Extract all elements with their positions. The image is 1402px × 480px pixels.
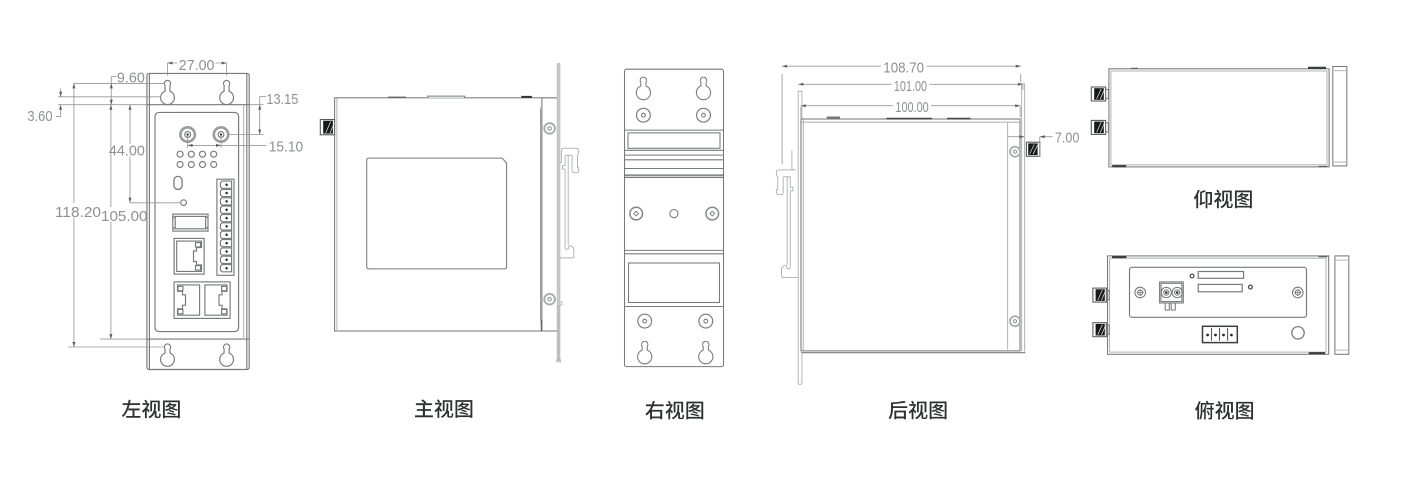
svg-text:44.00: 44.00 — [109, 143, 145, 160]
svg-text:15.10: 15.10 — [269, 139, 303, 156]
svg-text:101.00: 101.00 — [894, 78, 927, 95]
svg-text:108.70: 108.70 — [883, 60, 924, 77]
svg-text:7.00: 7.00 — [1055, 130, 1080, 147]
svg-text:13.15: 13.15 — [266, 91, 298, 108]
svg-text:100.00: 100.00 — [895, 99, 928, 116]
svg-text:9.60: 9.60 — [117, 69, 145, 86]
svg-text:105.00: 105.00 — [101, 208, 148, 225]
svg-text:118.20: 118.20 — [55, 204, 101, 221]
svg-text:27.00: 27.00 — [179, 57, 215, 74]
svg-text:3.60: 3.60 — [27, 108, 52, 125]
